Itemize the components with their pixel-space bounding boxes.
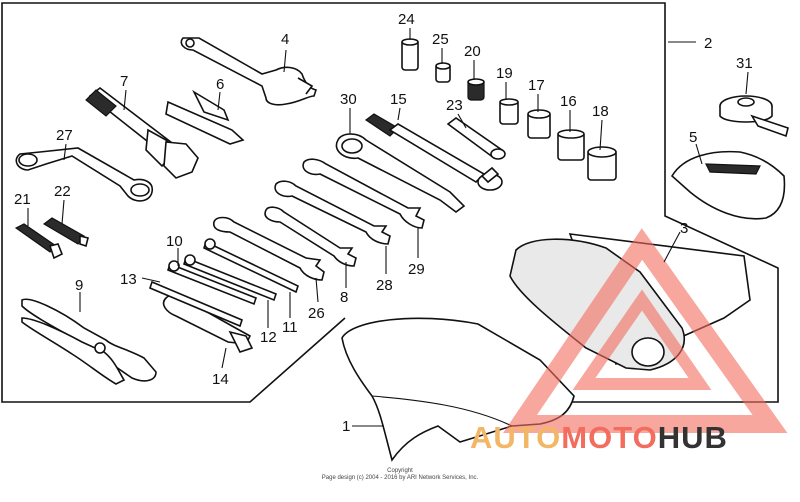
callout-22: 22 (54, 183, 71, 200)
callout-2: 2 (704, 35, 712, 52)
watermark-word-moto: MOTO (561, 420, 658, 455)
watermark-brand: AUTOMOTOHUB (470, 420, 728, 456)
callout-12: 12 (260, 329, 277, 346)
adjustable-wrench-part (180, 37, 318, 106)
watermark-word-auto: AUTO (470, 420, 562, 455)
copyright-text: Page design (c) 2004 - 2016 by ARI Netwo… (321, 475, 479, 481)
screwdriver-shaft-10 (167, 260, 257, 306)
callout-18: 18 (592, 103, 609, 120)
callout-20: 20 (464, 43, 481, 60)
screwdriver-shaft-13 (149, 280, 243, 328)
callout-9: 9 (75, 277, 83, 294)
screwdriver-shaft-11 (203, 238, 299, 294)
callout-28: 28 (376, 277, 393, 294)
callout-31: 31 (736, 55, 753, 72)
ring-wrench-part (15, 147, 154, 202)
callout-14: 14 (212, 371, 229, 388)
callout-27: 27 (56, 127, 73, 144)
leader-lines (27, 28, 749, 427)
pliers-part (21, 298, 157, 385)
ring-spanner-30 (335, 133, 466, 213)
socket-handle-part (85, 86, 199, 179)
callout-30: 30 (340, 91, 357, 108)
callout-6: 6 (216, 76, 224, 93)
callout-29: 29 (408, 261, 425, 278)
callout-19: 19 (496, 65, 513, 82)
copyright-notice: Copyright Page design (c) 2004 - 2016 by… (0, 468, 800, 482)
watermark-triangle (503, 228, 788, 433)
callout-21: 21 (14, 191, 31, 208)
callout-17: 17 (528, 77, 545, 94)
socket-16 (557, 129, 585, 161)
callout-23: 23 (446, 97, 463, 114)
open-end-wrench-8 (264, 206, 357, 267)
callout-4: 4 (281, 31, 289, 48)
watermark-word-hub: HUB (657, 420, 728, 455)
socket-18 (587, 146, 617, 181)
gauge-31 (719, 95, 789, 138)
socket-20 (467, 78, 485, 101)
socket-24 (401, 38, 419, 71)
callout-5: 5 (689, 129, 697, 146)
pouch-flap-5 (670, 150, 786, 220)
callout-3: 3 (680, 220, 688, 237)
open-end-wrench-29 (302, 158, 425, 229)
callout-26: 26 (308, 305, 325, 322)
callout-24: 24 (398, 11, 415, 28)
callout-7: 7 (120, 73, 128, 90)
callout-10: 10 (166, 233, 183, 250)
callout-15: 15 (390, 91, 407, 108)
copyright-title: Copyright (387, 468, 413, 474)
open-end-wrench-28 (274, 180, 391, 245)
callout-8: 8 (340, 289, 348, 306)
kit-outline (1, 2, 779, 403)
callout-25: 25 (432, 31, 449, 48)
extension-bar-15 (364, 113, 503, 191)
feeler-gauge-part (165, 89, 245, 145)
socket-25 (435, 62, 451, 83)
screwdriver-bit-22 (42, 217, 89, 248)
callout-1: 1 (342, 418, 350, 435)
callout-labels: 1 2 3 4 5 6 7 8 9 10 11 12 13 14 15 16 1… (14, 11, 753, 435)
callout-11: 11 (282, 319, 298, 336)
socket-17 (527, 109, 551, 139)
screwdriver-shaft-12 (183, 254, 277, 302)
callout-13: 13 (120, 271, 137, 288)
socket-19 (499, 98, 519, 125)
callout-16: 16 (560, 93, 577, 110)
screwdriver-bit-21 (14, 223, 64, 260)
socket-tube-23 (446, 117, 506, 160)
